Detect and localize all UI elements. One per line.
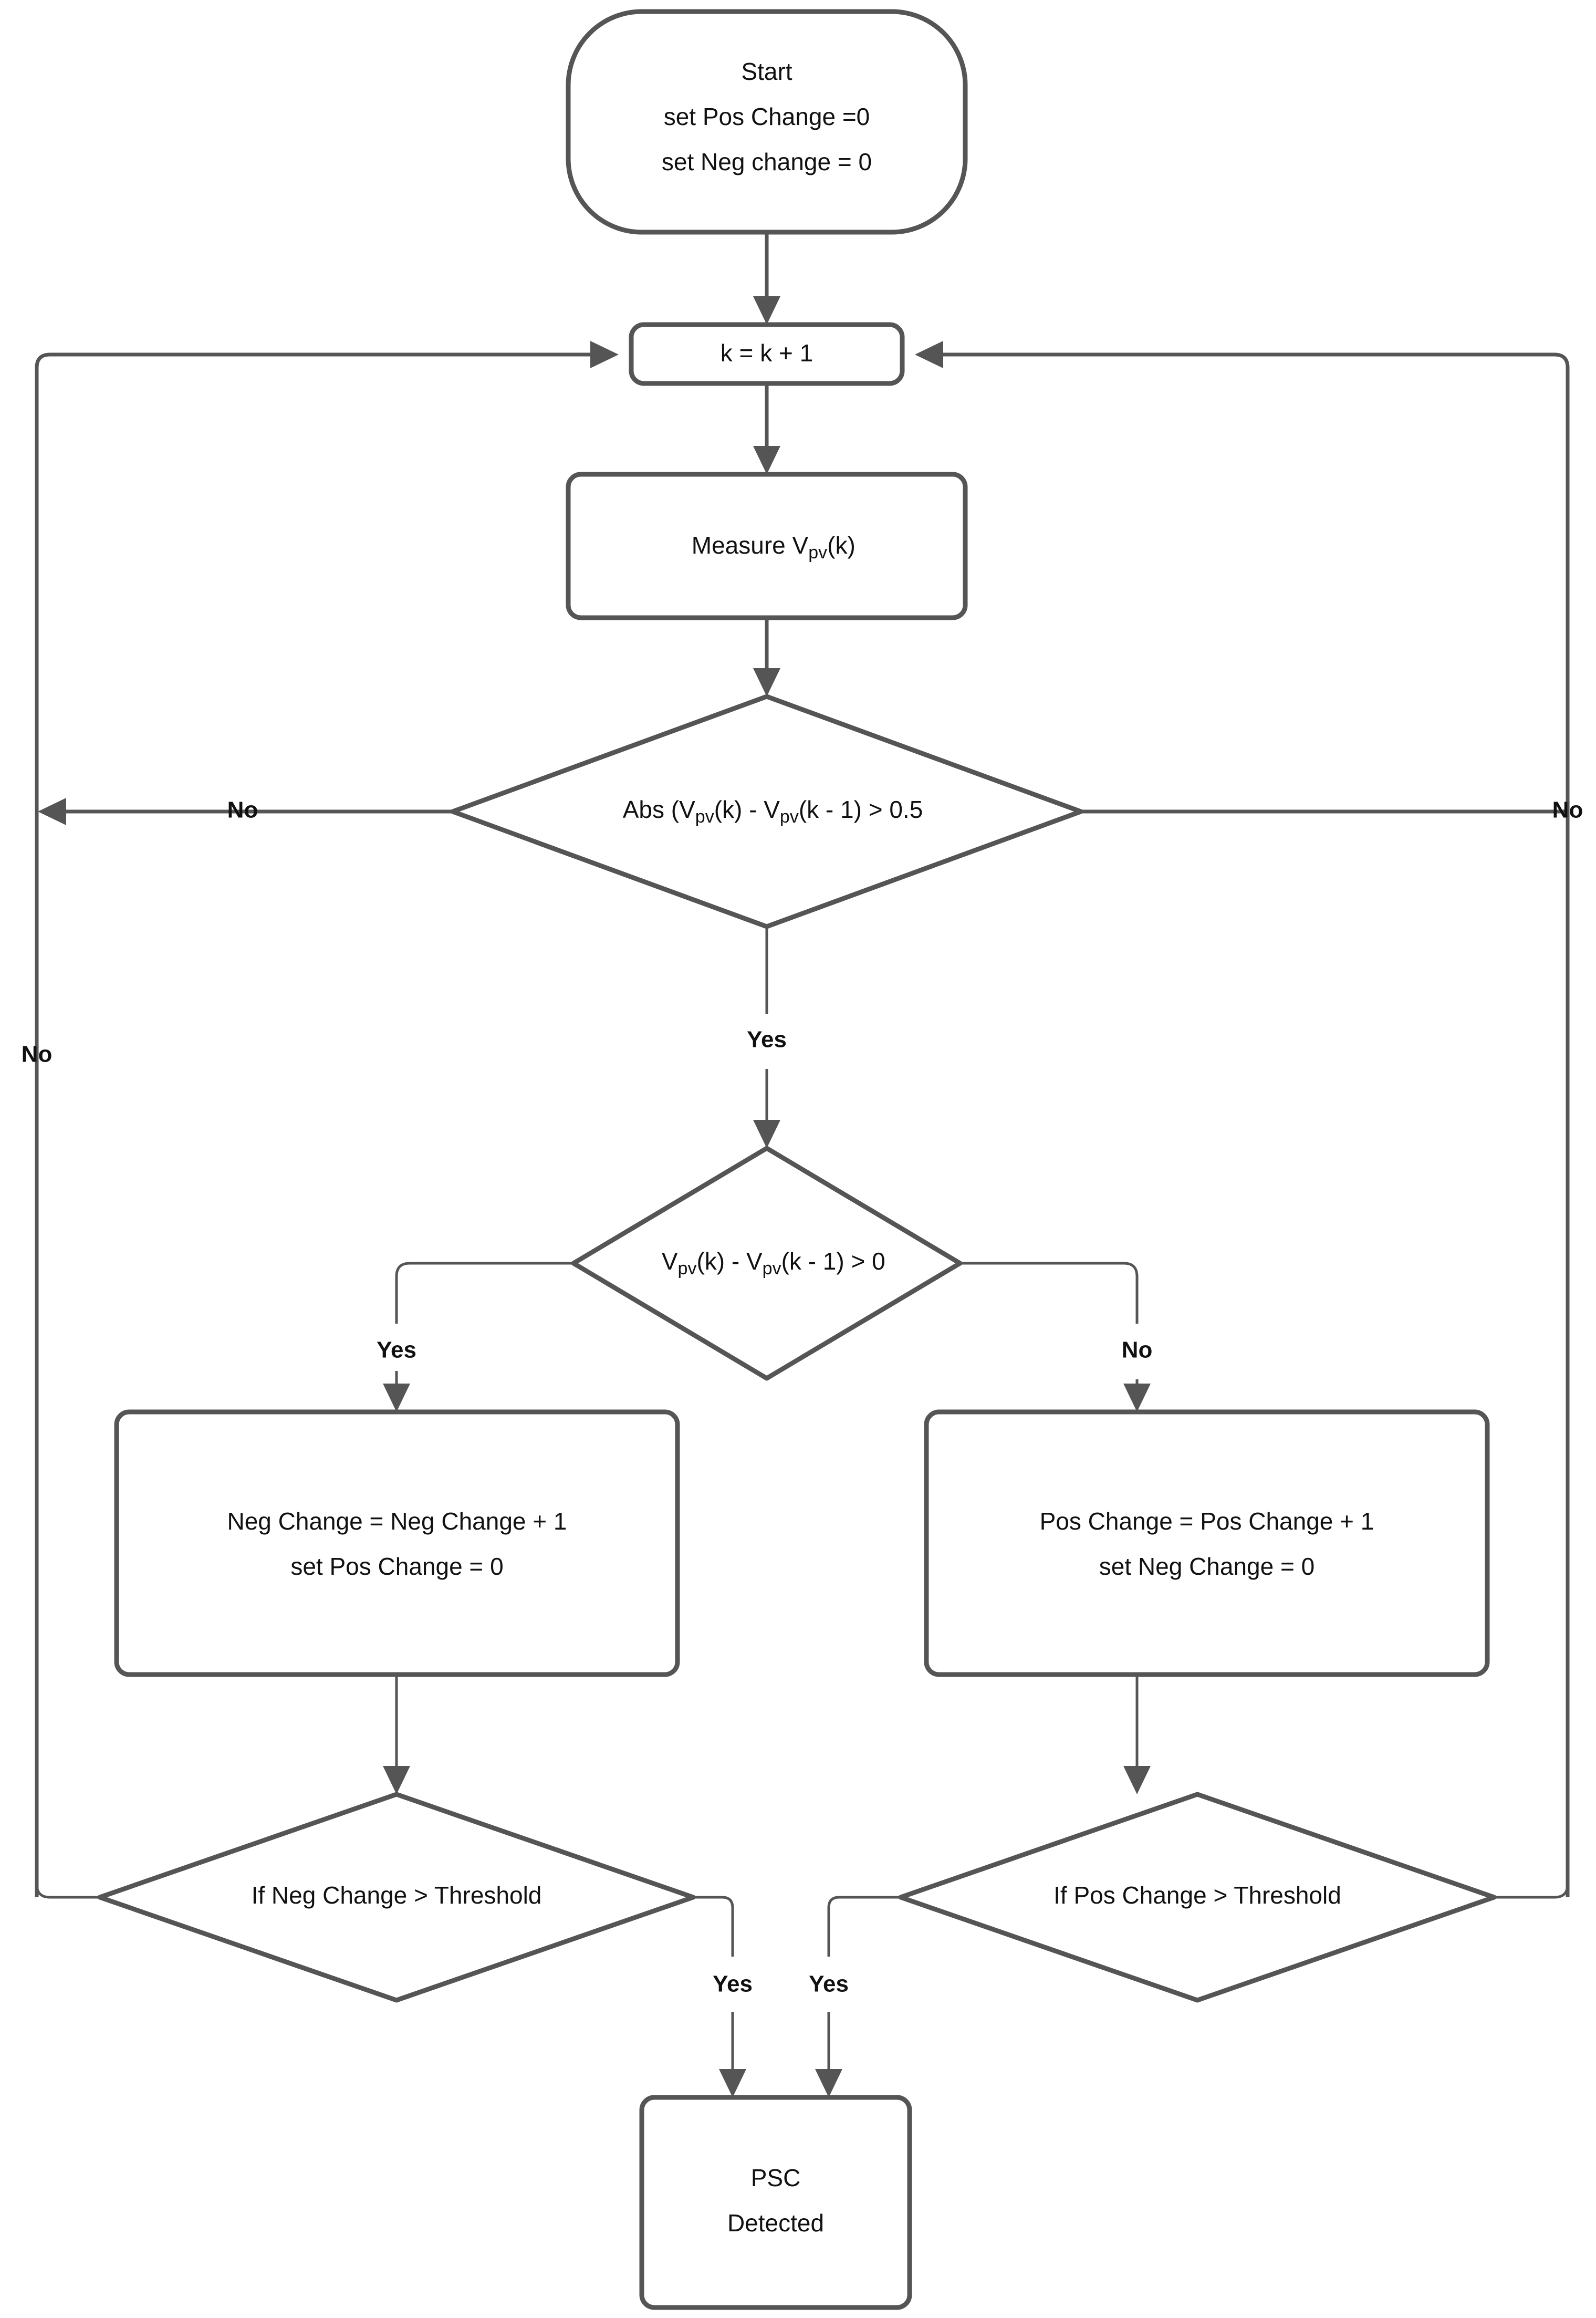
edge-pos-threshold-no <box>1494 1870 1569 1899</box>
start-shape <box>566 9 968 235</box>
edge-label-abs-no-right: No <box>1552 797 1583 823</box>
node-neg-change[interactable]: Neg Change = Neg Change + 1 set Pos Chan… <box>114 1409 680 1677</box>
increment-label: k = k + 1 <box>721 339 813 367</box>
psc-line1: PSC <box>751 2164 801 2191</box>
edge-neg-threshold-no <box>35 1870 100 1899</box>
decision-pos-threshold-label: If Pos Change > Threshold <box>1053 1882 1341 1909</box>
node-measure[interactable]: Measure Vpv(k) <box>566 472 968 620</box>
decision-sign-seg3: (k - 1) > 0 <box>781 1248 885 1275</box>
decision-abs-seg1: Abs (V <box>623 796 695 823</box>
measure-label-prefix: Measure V <box>692 532 809 559</box>
node-increment[interactable]: k = k + 1 <box>629 322 905 386</box>
edge-measure-to-decision-abs <box>753 618 780 697</box>
edge-sign-no-to-pos-change <box>960 1262 1151 1412</box>
psc-detected-shape <box>639 2095 912 2310</box>
neg-change-line2: set Pos Change = 0 <box>290 1553 503 1580</box>
node-decision-abs[interactable]: Abs (Vpv(k) - Vpv(k - 1) > 0.5 <box>450 694 1083 929</box>
pos-change-line1: Pos Change = Pos Change + 1 <box>1040 1508 1374 1535</box>
node-start[interactable]: Start set Pos Change =0 set Neg change =… <box>566 9 968 235</box>
start-line2: set Pos Change =0 <box>664 103 870 130</box>
edge-neg-threshold-yes-to-psc <box>693 1896 746 2097</box>
decision-abs-label: Abs (Vpv(k) - Vpv(k - 1) > 0.5 <box>577 796 956 827</box>
measure-label: Measure Vpv(k) <box>644 532 889 563</box>
psc-line2: Detected <box>727 2209 824 2237</box>
node-psc-detected[interactable]: PSC Detected <box>639 2095 912 2310</box>
edge-abs-no-left <box>38 798 453 825</box>
decision-neg-threshold-shape <box>97 1792 696 2003</box>
pos-change-line2: set Neg Change = 0 <box>1099 1553 1315 1580</box>
edge-right-rail-to-increment <box>915 341 1570 1897</box>
edge-abs-yes-to-decision-sign <box>753 927 780 1148</box>
increment-shape <box>629 322 905 386</box>
edge-label-neg-threshold-yes: Yes <box>713 1971 753 1997</box>
edge-sign-yes-to-neg-change <box>383 1262 573 1412</box>
decision-sign-shape <box>571 1146 963 1381</box>
measure-label-sub: pv <box>808 543 827 563</box>
decision-abs-shape <box>450 694 1083 929</box>
decision-sign-seg2: (k) - V <box>696 1248 763 1275</box>
node-decision-neg-threshold[interactable]: If Neg Change > Threshold <box>97 1792 696 2003</box>
edge-label-neg-threshold-no: No <box>22 1042 53 1067</box>
edge-increment-to-measure <box>753 383 780 474</box>
measure-shape <box>566 472 968 620</box>
decision-sign-sub2: pv <box>763 1259 781 1278</box>
edge-label-abs-no-left: No <box>227 797 258 823</box>
start-line3: set Neg change = 0 <box>662 148 872 175</box>
decision-pos-threshold-shape <box>898 1792 1497 2003</box>
neg-change-line1: Neg Change = Neg Change + 1 <box>227 1508 567 1535</box>
start-line1: Start <box>741 58 792 85</box>
node-decision-sign[interactable]: Vpv(k) - Vpv(k - 1) > 0 <box>571 1146 963 1381</box>
node-decision-pos-threshold[interactable]: If Pos Change > Threshold <box>898 1792 1497 2003</box>
decision-sign-sub1: pv <box>678 1259 697 1278</box>
edge-start-to-increment <box>753 232 780 325</box>
edge-label-group: No No Yes Yes No No Yes Yes <box>22 797 1583 1997</box>
edge-pos-threshold-yes-to-psc <box>815 1896 901 2097</box>
decision-abs-sub2: pv <box>780 807 799 827</box>
edge-label-sign-no: No <box>1122 1337 1153 1363</box>
decision-abs-seg3: (k - 1) > 0.5 <box>799 796 923 823</box>
edge-neg-change-to-neg-threshold <box>383 1675 410 1794</box>
decision-neg-threshold-label: If Neg Change > Threshold <box>252 1882 542 1909</box>
decision-abs-sub1: pv <box>695 807 714 827</box>
edge-pos-change-to-pos-threshold <box>1123 1675 1151 1794</box>
edge-label-pos-threshold-yes: Yes <box>809 1971 849 1997</box>
decision-sign-label: Vpv(k) - Vpv(k - 1) > 0 <box>614 1248 919 1278</box>
measure-label-suffix: (k) <box>827 532 856 559</box>
decision-abs-seg2: (k) - V <box>714 796 780 823</box>
node-pos-change[interactable]: Pos Change = Pos Change + 1 set Neg Chan… <box>924 1409 1490 1677</box>
pos-change-shape <box>924 1409 1490 1677</box>
decision-sign-seg1: V <box>662 1248 678 1275</box>
edge-label-abs-yes: Yes <box>747 1027 787 1053</box>
edge-label-sign-yes: Yes <box>377 1337 416 1363</box>
neg-change-shape <box>114 1409 680 1677</box>
edge-left-rail-to-increment <box>35 341 619 1897</box>
